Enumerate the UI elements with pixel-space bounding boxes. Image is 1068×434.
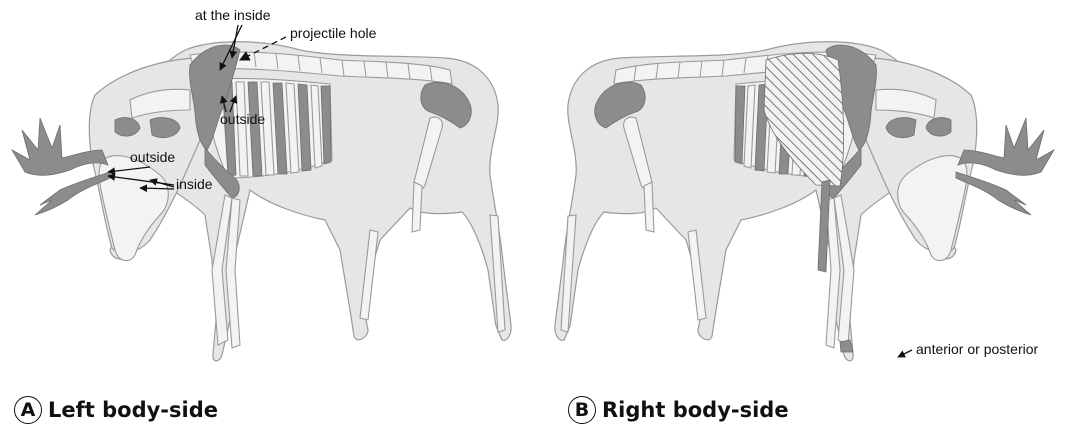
panel-letter-b: B: [568, 396, 596, 424]
panel-letter-a: A: [14, 396, 42, 424]
caption-b-text: Right body-side: [602, 398, 789, 422]
label-anterior-or-posterior: anterior or posterior: [916, 341, 1039, 357]
label-at-the-inside: at the inside: [195, 7, 271, 23]
caption-a-text: Left body-side: [48, 398, 218, 422]
label-outside-2: outside: [130, 149, 175, 165]
label-inside: inside: [176, 176, 213, 192]
arrow-anterior-posterior: [898, 350, 912, 357]
caption-b: B Right body-side: [568, 396, 789, 424]
label-outside-1: outside: [220, 111, 265, 127]
caption-a: A Left body-side: [14, 396, 218, 424]
label-projectile-hole: projectile hole: [290, 25, 377, 41]
panel-b-skeleton: [555, 42, 1054, 361]
panel-a-skeleton: [12, 42, 511, 361]
